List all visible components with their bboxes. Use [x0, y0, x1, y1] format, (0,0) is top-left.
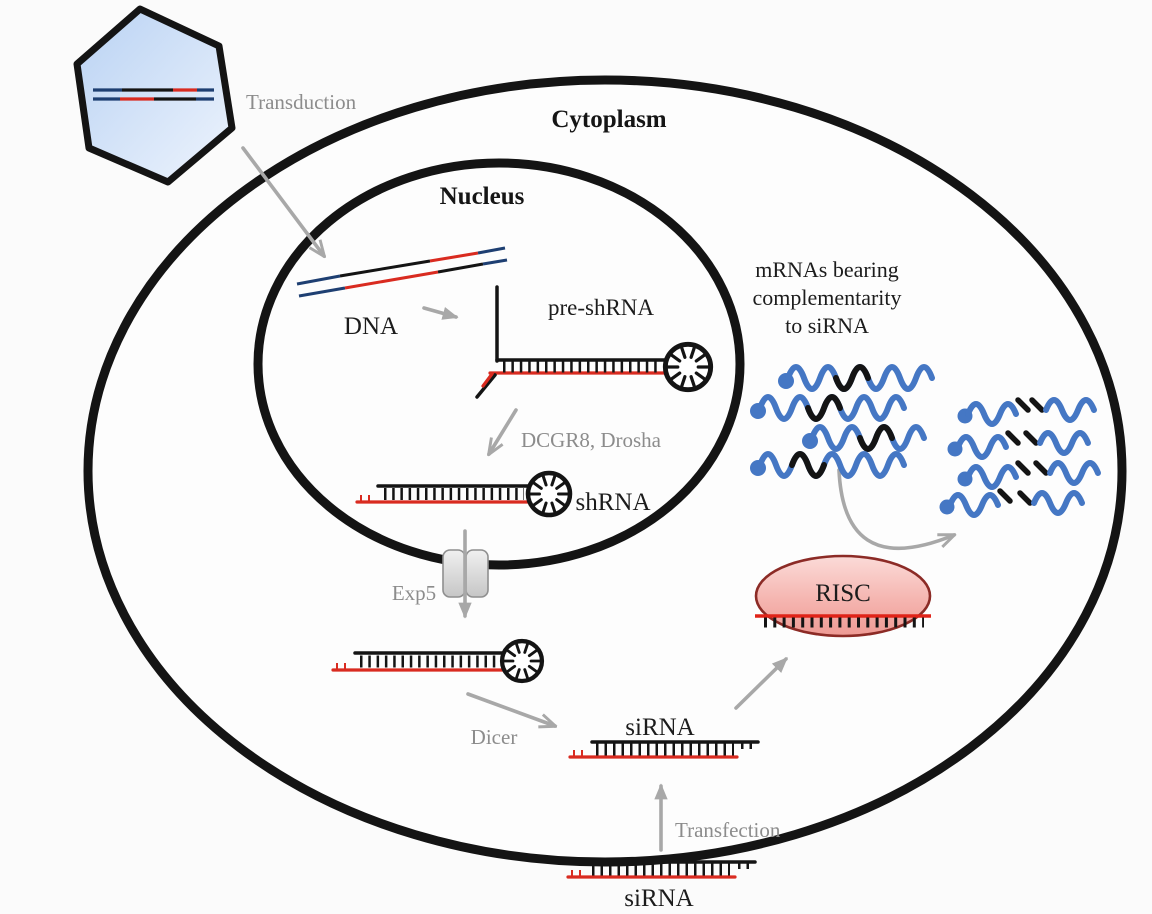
mrna-caption-line1: mRNAs bearing	[755, 257, 899, 282]
virus-dna-cassette	[93, 88, 214, 101]
exp5-transporter	[442, 549, 489, 598]
dicer-label: Dicer	[471, 725, 518, 749]
drosha-label: DCGR8, Drosha	[521, 428, 662, 452]
dna-label: DNA	[344, 313, 398, 340]
shrna-structure	[355, 473, 570, 515]
intact-mrna-stack	[750, 364, 935, 479]
virus-capsid	[73, 5, 236, 186]
mrna-caption-line3: to siRNA	[785, 313, 869, 338]
dna-to-preshrna-arrow	[422, 306, 459, 320]
exported-shrna-structure	[331, 641, 542, 681]
pre-shrna-label: pre-shRNA	[548, 295, 654, 320]
transduction-arrow	[241, 146, 324, 256]
transfection-label: Transfection	[675, 818, 781, 842]
external-sirna-label: siRNA	[624, 885, 693, 912]
integrated-dna	[296, 246, 508, 298]
cleaved-mrna-fragments	[939, 397, 1101, 518]
nucleus-label: Nucleus	[440, 183, 525, 210]
drosha-processing-arrow	[489, 408, 518, 454]
exp5-label: Exp5	[392, 581, 436, 605]
cytoplasm-label: Cytoplasm	[551, 106, 666, 133]
dicer-cleavage-arrow	[466, 692, 555, 726]
risc-label: RISC	[815, 580, 871, 607]
shrna-label: shRNA	[575, 489, 650, 516]
risc-output-arrow	[837, 468, 954, 551]
sirna-to-risc-arrow	[734, 657, 788, 710]
external-sirna-duplex	[566, 860, 757, 879]
transduction-label: Transduction	[246, 90, 357, 114]
nucleus-membrane	[253, 158, 745, 570]
risc-complex	[754, 554, 932, 638]
viral-vector	[73, 5, 236, 186]
mrna-caption-line2: complementarity	[752, 285, 901, 310]
sirna-label: siRNA	[625, 714, 694, 741]
pre-shrna-structure	[475, 285, 711, 399]
sirna-duplex	[568, 740, 760, 759]
